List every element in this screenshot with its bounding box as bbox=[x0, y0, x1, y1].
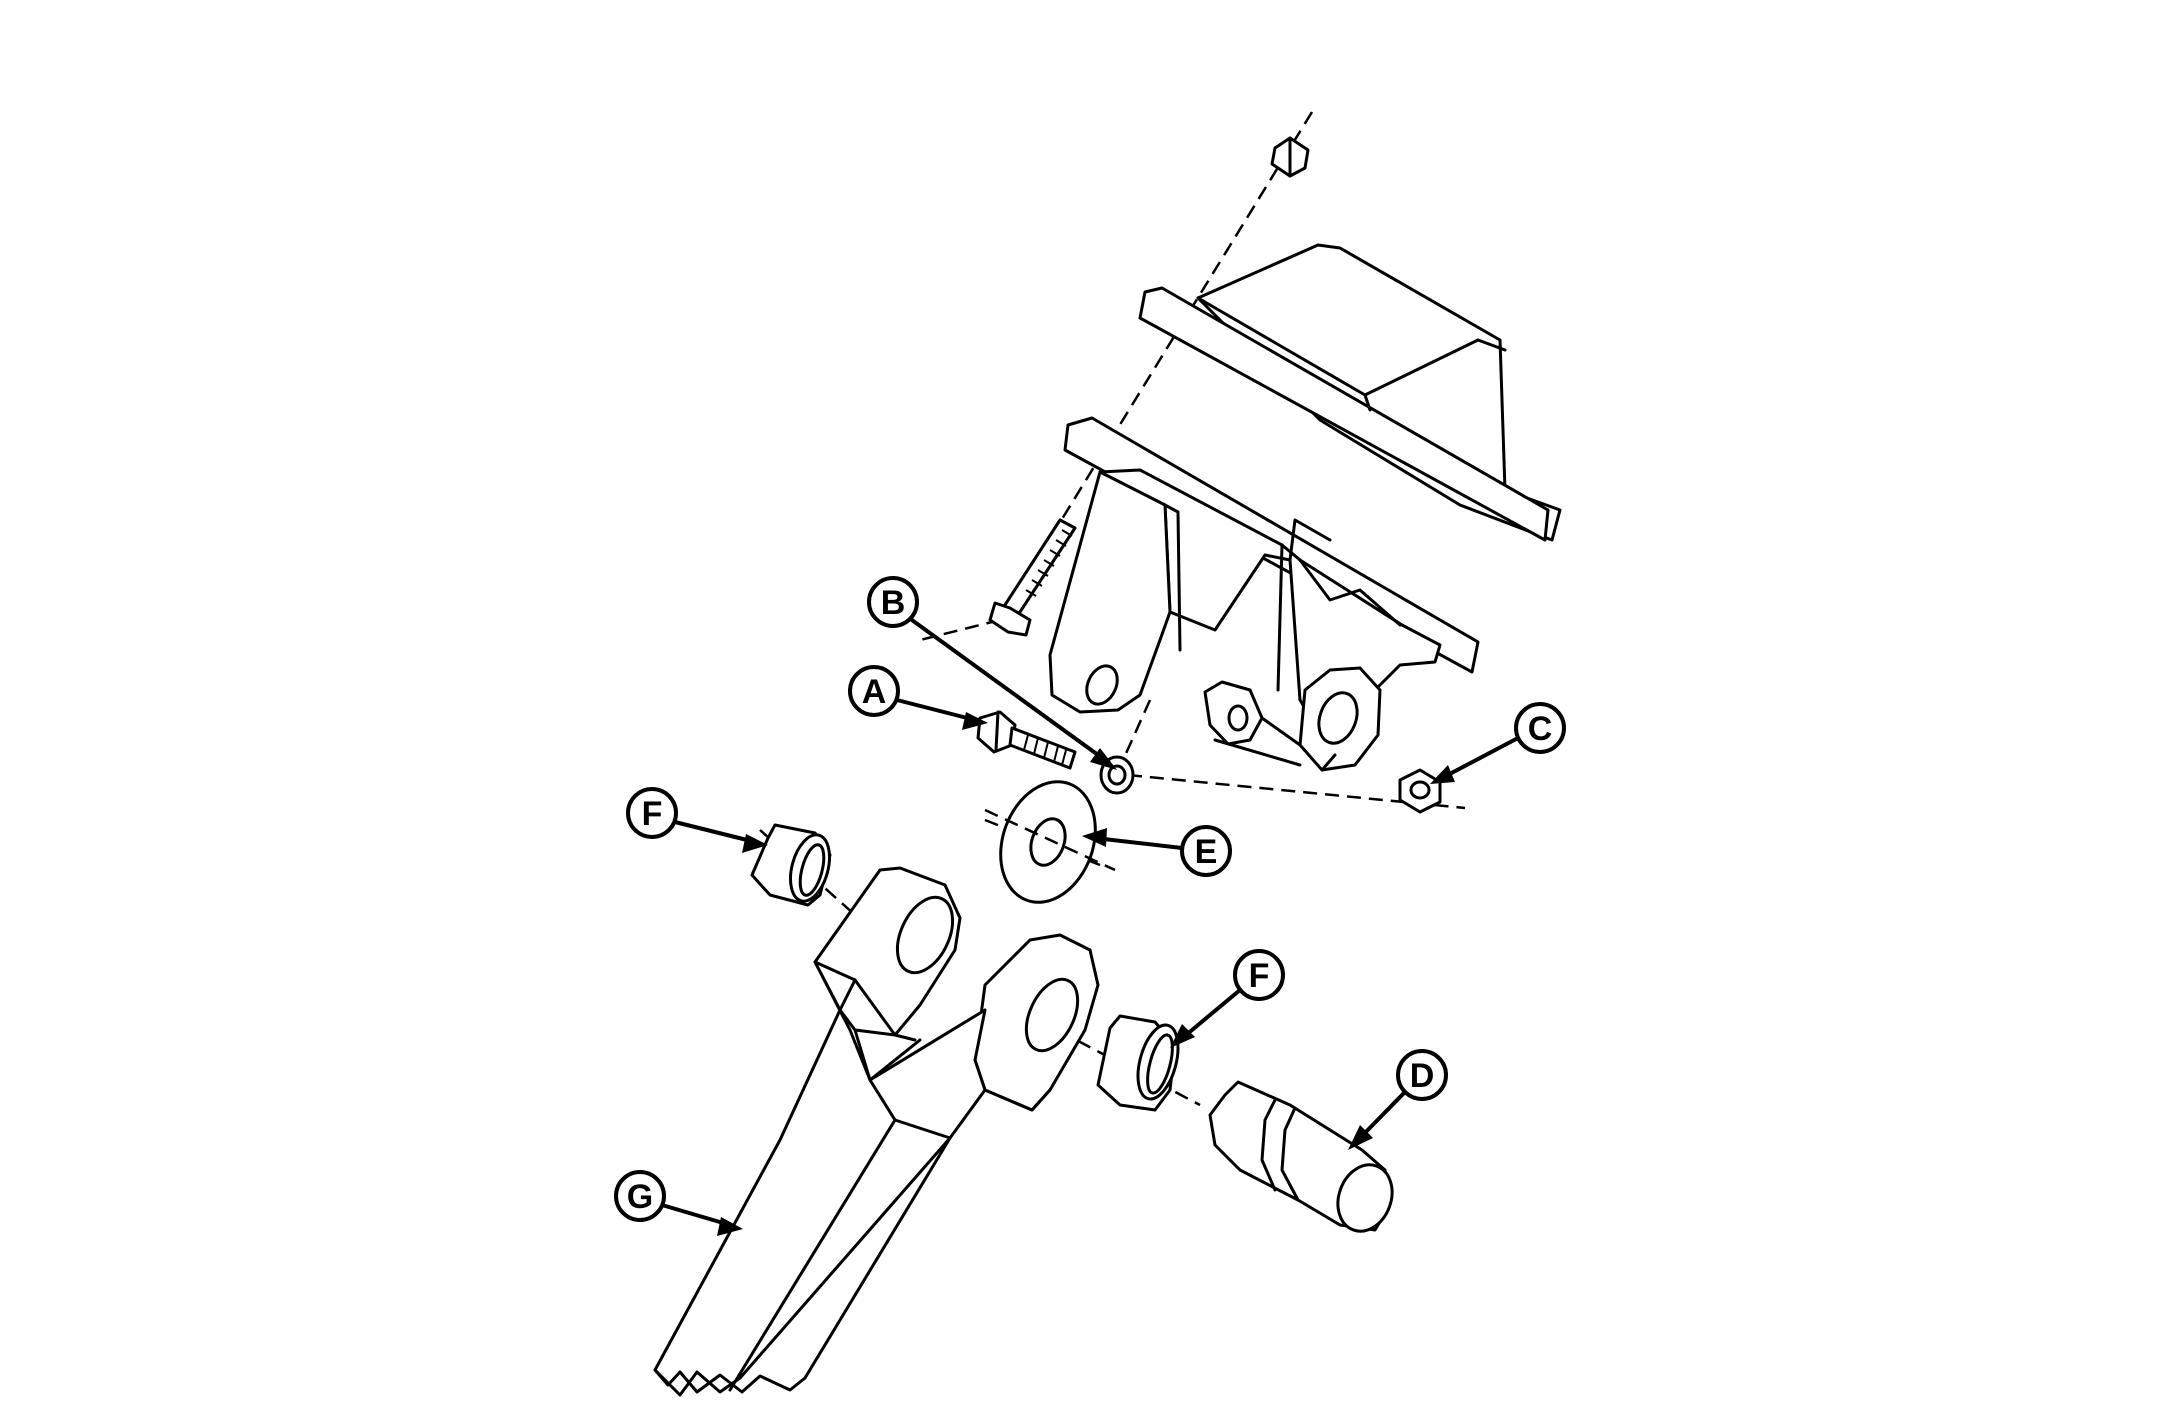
callout-label-g: G bbox=[627, 1178, 653, 1216]
long-bolt-icon bbox=[988, 518, 1077, 637]
bushing-f1-icon bbox=[750, 823, 832, 907]
bushing-f2-icon bbox=[1096, 1014, 1180, 1112]
thrust-washer-e-icon bbox=[984, 780, 1116, 904]
nut-c-icon bbox=[1398, 768, 1442, 814]
callout-label-d: D bbox=[1410, 1057, 1435, 1095]
callout-b: B bbox=[867, 576, 1117, 770]
callout-label-b: B bbox=[881, 584, 906, 622]
callout-g: G bbox=[614, 1170, 743, 1236]
capscrew-a-icon bbox=[976, 710, 1077, 770]
yoke-arm-g-icon bbox=[653, 866, 1100, 1397]
callout-a: A bbox=[848, 665, 988, 730]
pin-d-icon bbox=[1208, 1080, 1394, 1233]
callout-c: C bbox=[1430, 702, 1566, 784]
bracket-housing bbox=[1048, 243, 1562, 772]
callout-label-a: A bbox=[862, 673, 887, 711]
callout-d: D bbox=[1348, 1049, 1448, 1150]
callout-label-f1: F bbox=[642, 795, 663, 833]
callout-label-f2: F bbox=[1249, 957, 1270, 995]
callout-label-e: E bbox=[1195, 833, 1218, 871]
top-nut-icon bbox=[1270, 136, 1310, 178]
callout-f1: F bbox=[626, 787, 768, 853]
callout-e: E bbox=[1082, 825, 1232, 877]
callout-label-c: C bbox=[1528, 710, 1553, 748]
callout-f2: F bbox=[1170, 949, 1285, 1048]
